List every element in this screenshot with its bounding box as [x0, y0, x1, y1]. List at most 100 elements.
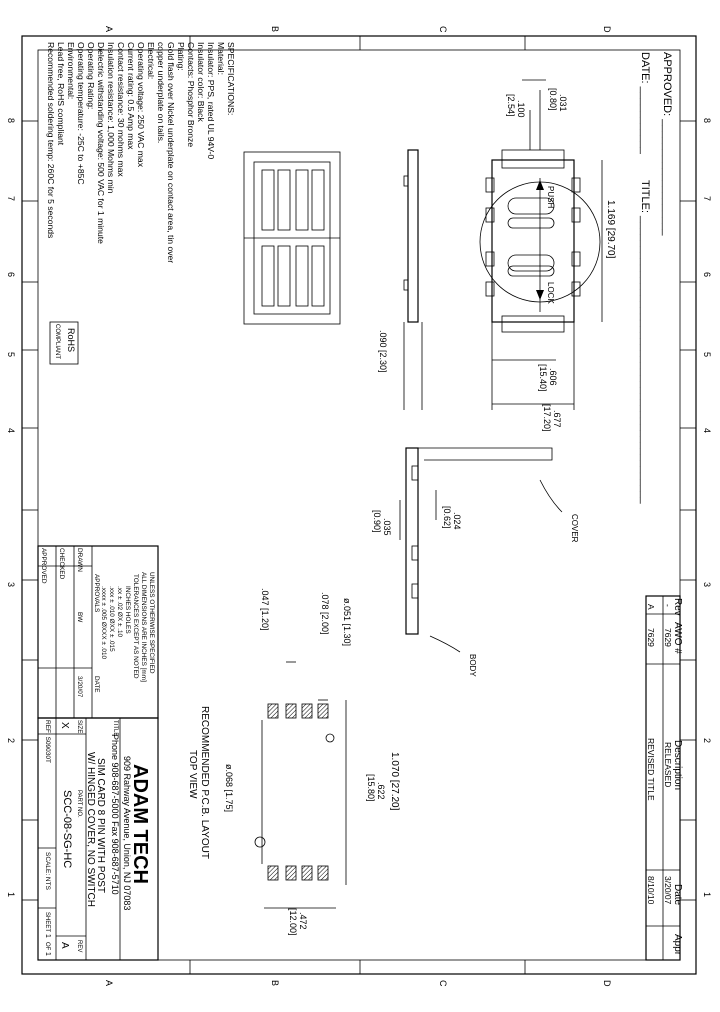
rohs-compliant: COMPLIANT — [54, 324, 60, 359]
zone-row-c-b: C — [438, 980, 448, 987]
dim-035-mm: [0.90] — [372, 510, 382, 533]
date-header: Date — [672, 884, 683, 906]
ref-value: REF: S09030T — [44, 720, 51, 763]
pcb-title-line2: TOP VIEW — [187, 750, 198, 799]
zone-col-4-r: 4 — [702, 428, 712, 433]
zone-col-8: 8 — [6, 118, 16, 123]
part-title-2: W/ HINGED COVER, NO SWITCH — [85, 752, 96, 907]
dim-606-mm: [15.40] — [538, 364, 548, 392]
zone-col-7-r: 7 — [702, 196, 712, 201]
zone-col-8-r: 8 — [702, 118, 712, 123]
dim-051: ø.051 [1.30] — [342, 598, 352, 646]
spec-line-13: Dielectric withstanding voltage: 500 VAC… — [96, 42, 106, 244]
spec-line-8: Electrical: — [146, 42, 156, 79]
approved-line: APPROVED: ___________________ — [661, 52, 673, 236]
of-label: OF — [44, 942, 50, 951]
rev-row1-date: 3/20/07 — [663, 876, 673, 905]
pcb-title-line1: RECOMMENDED P.C.B. LAYOUT — [199, 706, 210, 859]
tol-line-2: TOLERANCES EXCEPT AS NOTED — [132, 574, 139, 679]
zone-row-d: D — [602, 26, 612, 33]
spec-line-15: Operating temperature: -25C to +85C — [76, 42, 86, 185]
company-address: 909 Rahway Avenue, Union, NJ 07083 — [122, 756, 132, 910]
bottom-view-drawing — [243, 151, 341, 325]
desc-header: Description — [672, 740, 683, 790]
size-value: X — [59, 722, 70, 729]
tol-line-4: .xx ± .02 ØX ± .10 — [116, 586, 123, 638]
zone-col-4: 4 — [6, 428, 16, 433]
rev-row1-desc: RELEASED — [663, 742, 673, 787]
rev-row2-rev: A — [646, 604, 656, 610]
of-number: 1 — [44, 952, 51, 956]
revision-table: Rev AWO # Description Date Appr - 7629 R… — [645, 595, 683, 961]
tol-line-0: UNLESS OTHERWISE SPECIFIED — [148, 572, 155, 674]
zone-col-2-r: 2 — [702, 738, 712, 743]
title-label: TITLE — [112, 720, 118, 736]
tol-line-6: .xxxx ± .005 ØXXX ± .010 — [100, 586, 107, 660]
appr-header: Appr — [672, 934, 683, 956]
dim-047: .047 [1.20] — [260, 588, 270, 631]
top-view-drawing: PUSH LOCK .031 [0.80] .100 [2.54] 1.169 … — [479, 79, 616, 432]
company-phone: Phone 908-687-5000 Fax 908-687-5710 — [110, 734, 120, 895]
dim-622-mm: [15.80] — [366, 774, 376, 802]
tolerance-block: UNLESS OTHERWISE SPECIFIED ALL DIMENSION… — [37, 545, 159, 719]
drawn-label: DRAWN — [76, 548, 83, 572]
zone-row-d-b: D — [602, 980, 612, 987]
zone-col-6-r: 6 — [702, 272, 712, 277]
rev-value: A — [59, 942, 70, 949]
scale-value: SCALE: NTS — [44, 852, 51, 891]
sheet-number: 1 — [44, 934, 51, 938]
rev-row1-rev: - — [663, 604, 673, 607]
spec-line-0: SPECIFICATIONS: — [226, 42, 236, 115]
rohs-badge: RoHS COMPLIANT — [49, 321, 79, 365]
zone-col-5-r: 5 — [702, 352, 712, 357]
spec-line-18: Recommended soldering temp: 260C for 5 s… — [46, 42, 56, 238]
zone-col-5: 5 — [6, 352, 16, 357]
part-number: SCC-08-SG-HC — [61, 790, 73, 868]
cover-body-section: COVER BODY .024 [0.62] .035 [0.90] — [372, 447, 579, 677]
zone-col-6: 6 — [6, 272, 16, 277]
checked-label: CHECKED — [58, 548, 65, 580]
spec-line-7: copper underplate on tails. — [156, 42, 166, 143]
pcb-layout-drawing: .078 [2.00] .047 [1.20] ø.051 [1.30] ø.0… — [187, 588, 400, 936]
title-block: ADAM TECH 909 Rahway Avenue, Union, NJ 0… — [37, 717, 159, 961]
dim-031: .031 — [558, 94, 568, 112]
dim-024: .024 — [452, 512, 462, 530]
zone-row-a-b: A — [104, 980, 114, 986]
zone-row-a: A — [104, 26, 114, 32]
dim-090: .090 [2.30] — [378, 330, 388, 373]
part-title-1: SIM CARD 8 PIN WITH POST — [95, 758, 106, 893]
dim-100: .100 — [516, 100, 526, 118]
zone-col-1: 1 — [6, 892, 16, 897]
dim-024-mm: [0.62] — [442, 506, 452, 529]
dim-472-mm: [12.00] — [288, 908, 298, 936]
rev-row2-desc: REVISED TITLE — [646, 738, 656, 801]
zone-col-7: 7 — [6, 196, 16, 201]
company-name: ADAM TECH — [129, 764, 151, 884]
spec-line-1: Material: — [216, 42, 226, 75]
zone-col-3-r: 3 — [702, 582, 712, 587]
zone-col-2: 2 — [6, 738, 16, 743]
specifications-block: SPECIFICATIONS: Material: Insulator: PPS… — [46, 42, 236, 263]
drawn-by: BW — [76, 612, 83, 623]
awo-header: AWO # — [672, 622, 683, 654]
spec-line-12: Insulation resistance: 1,000 Mohms min — [106, 42, 116, 194]
dim-1169: 1.169 [29.70] — [605, 200, 616, 259]
spec-line-11: Contact resistance: 30 mohms max — [116, 42, 126, 177]
zone-col-3: 3 — [6, 582, 16, 587]
approved-label: APPROVED — [40, 548, 47, 584]
side-view-drawing: .090 [2.30] — [378, 149, 423, 410]
spec-line-16: Environmental: — [66, 42, 76, 99]
spec-line-6: Gold flash over Nickel underplate on con… — [166, 42, 176, 263]
dim-606: .606 — [548, 368, 558, 386]
approval-header: APPROVED: ___________________ DATE: ____… — [639, 52, 673, 504]
size-label: SIZE — [76, 720, 82, 733]
rev-row2-date: 8/10/10 — [646, 876, 656, 905]
zone-row-b-b: B — [270, 980, 280, 986]
zone-col-1-r: 1 — [702, 892, 712, 897]
dim-035: .035 — [382, 518, 392, 536]
part-no-label: PART NO. — [76, 790, 82, 818]
rev-label: REV — [76, 940, 82, 952]
spec-line-2: Insulator: PPS, rated UL 94V-0 — [206, 42, 216, 159]
spec-line-3: Insulator color: Black — [196, 42, 206, 122]
